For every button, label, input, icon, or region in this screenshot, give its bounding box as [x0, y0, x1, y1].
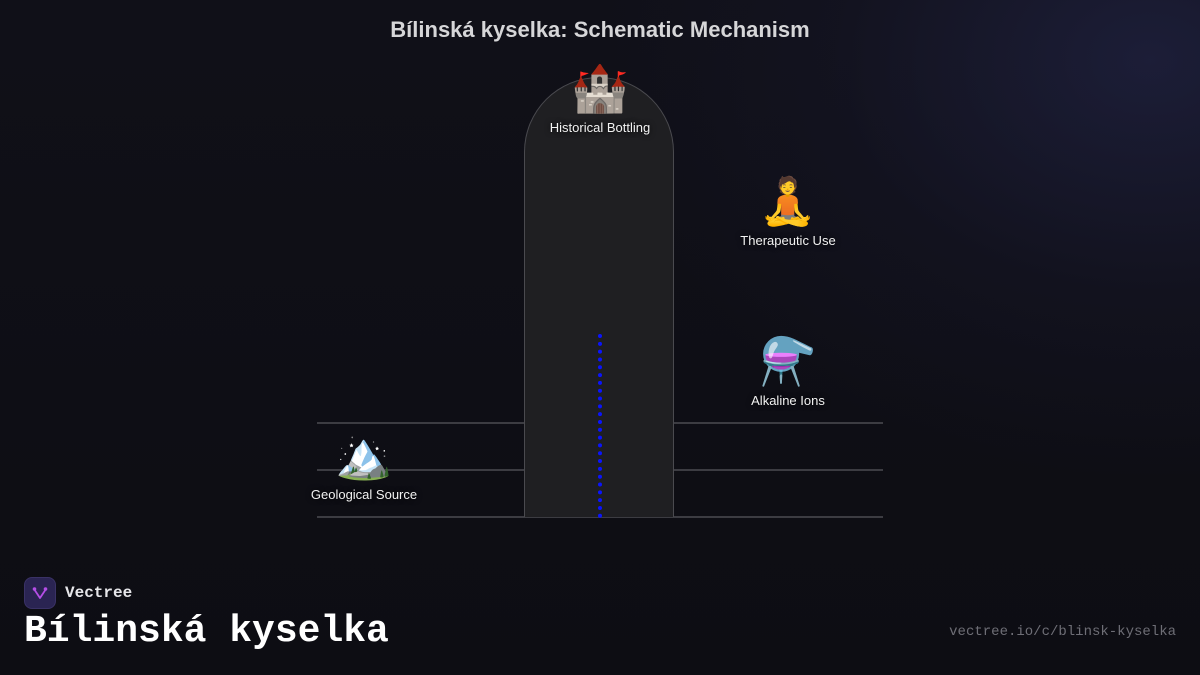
- meditating-person-icon: 🧘: [759, 175, 817, 227]
- brand-name: Vectree: [65, 584, 133, 602]
- node-therapeutic-use[interactable]: 🧘 Therapeutic Use: [708, 173, 868, 248]
- node-geological-source[interactable]: 🏔️ Geological Source: [284, 427, 444, 502]
- castle-icon: 🏰: [571, 62, 629, 114]
- topic-title: Bílinská kyselka: [24, 610, 389, 653]
- node-historical-bottling[interactable]: 🏰 Historical Bottling: [520, 60, 680, 135]
- node-label: Therapeutic Use: [740, 233, 836, 248]
- vectree-logo-icon: [24, 577, 56, 609]
- snow-capped-mountain-icon: 🏔️: [335, 429, 393, 481]
- node-label: Geological Source: [310, 487, 418, 502]
- brand[interactable]: Vectree: [24, 577, 132, 609]
- diagram-title: Bílinská kyselka: Schematic Mechanism: [390, 17, 810, 42]
- node-label: Historical Bottling: [549, 120, 651, 135]
- node-label: Alkaline Ions: [751, 393, 825, 408]
- dotted-connector: [598, 334, 602, 518]
- node-alkaline-ions[interactable]: ⚗️ Alkaline Ions: [708, 333, 868, 408]
- alembic-flask-icon: ⚗️: [759, 335, 817, 387]
- source-url[interactable]: vectree.io/c/blinsk-kyselka: [949, 624, 1176, 640]
